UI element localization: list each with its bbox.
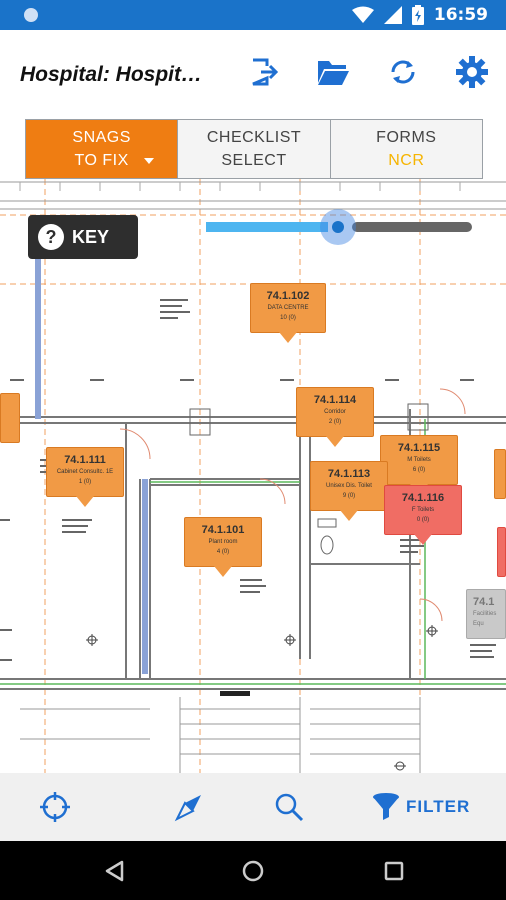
filter-button[interactable]: FILTER (370, 789, 470, 825)
pin-room: Facilities Equ (473, 611, 497, 627)
slider-track-empty (352, 222, 472, 232)
pin-count: 10 (0) (280, 315, 296, 321)
mode-tabs: SNAGS TO FIX CHECKLIST SELECT FORMS NCR (25, 119, 483, 179)
system-nav-bar (0, 841, 506, 900)
status-bar: 16:59 (0, 0, 506, 30)
status-icons: 16:59 (351, 5, 488, 25)
back-icon[interactable] (101, 858, 127, 884)
tab-label-line1: SNAGS (72, 129, 131, 146)
pin-id: 74.1.111 (64, 454, 106, 466)
snag-pin-closed[interactable]: 74.1 Facilities Equ (466, 589, 506, 639)
tab-label-line1: FORMS (376, 129, 437, 146)
tab-label-line1: CHECKLIST (206, 129, 302, 146)
snag-pin[interactable]: 74.1.115 M Toilets 6 (0) (380, 435, 458, 495)
snag-pin-critical-offscreen-right[interactable] (497, 527, 506, 577)
battery-icon (411, 5, 424, 25)
pin-count: 4 (0) (216, 549, 230, 555)
pin-id: 74.1.101 (201, 524, 245, 536)
layer-slider[interactable] (206, 209, 476, 245)
pin-id: 74.1 (473, 596, 495, 608)
signal-icon (383, 6, 402, 24)
help-icon: ? (38, 224, 64, 250)
pin-room: Cabinet Consultc. 1E (56, 469, 114, 475)
slider-track-filled (206, 222, 328, 232)
tab-forms-ncr[interactable]: FORMS NCR (330, 120, 482, 178)
exit-icon[interactable] (247, 54, 283, 90)
snag-pin[interactable]: 74.1.113 Unisex Dis. Toilet 9 (0) (310, 461, 388, 521)
pin-id: 74.1.102 (266, 290, 310, 302)
bottom-toolbar: FILTER (0, 773, 506, 841)
floor-plan-viewer[interactable]: ? KEY 74.1.102 DATA CENTRE 10 (0) 74.1.1… (0, 179, 506, 773)
compass-icon[interactable] (171, 789, 207, 825)
locate-icon[interactable] (37, 789, 73, 825)
pin-room: Corridor (324, 409, 346, 415)
dropdown-caret-icon[interactable] (144, 158, 155, 164)
wifi-icon (351, 6, 374, 23)
recents-icon[interactable] (381, 858, 407, 884)
snag-pin-offscreen-left[interactable] (0, 393, 20, 443)
tab-snags-to-fix[interactable]: SNAGS TO FIX (26, 120, 179, 178)
pin-id: 74.1.113 (327, 468, 371, 480)
pin-room: F Toilets (411, 507, 435, 513)
app-header: Hospital: Hospit… (0, 30, 506, 118)
search-icon[interactable] (271, 789, 307, 825)
tab-label-line2: TO FIX (74, 152, 129, 169)
pin-count: 2 (0) (328, 419, 342, 425)
slider-thumb[interactable] (320, 209, 356, 245)
pin-id: 74.1.115 (397, 442, 441, 454)
filter-icon (373, 793, 399, 820)
tab-checklist-select[interactable]: CHECKLIST SELECT (178, 120, 331, 178)
pin-id: 74.1.114 (313, 394, 357, 406)
page-title: Hospital: Hospit… (20, 63, 202, 86)
pin-count: 9 (0) (342, 493, 356, 499)
pin-room: Plant room (208, 539, 238, 545)
key-label: KEY (72, 226, 110, 247)
sync-icon[interactable] (385, 54, 421, 90)
folder-icon[interactable] (315, 54, 351, 90)
filter-label: FILTER (406, 797, 471, 816)
pin-room: M Toilets (407, 457, 431, 463)
tab-label-line2: NCR (388, 152, 425, 169)
pin-count: 1 (0) (78, 479, 92, 485)
status-time: 16:59 (433, 5, 488, 25)
pin-count: 0 (0) (416, 517, 430, 523)
snag-pin[interactable]: 74.1.102 DATA CENTRE 10 (0) (250, 283, 326, 343)
pin-id: 74.1.116 (401, 492, 445, 504)
pin-room: Unisex Dis. Toilet (326, 483, 372, 489)
key-button[interactable]: ? KEY (28, 215, 138, 259)
snag-pin[interactable]: 74.1.101 Plant room 4 (0) (184, 517, 262, 577)
tab-label-line2: SELECT (221, 152, 287, 169)
snag-pin[interactable]: 74.1.111 Cabinet Consultc. 1E 1 (0) (46, 447, 124, 507)
snag-pin[interactable]: 74.1.114 Corridor 2 (0) (296, 387, 374, 447)
snag-pin-critical[interactable]: 74.1.116 F Toilets 0 (0) (384, 485, 462, 545)
floor-plan-drawing (0, 179, 506, 773)
home-icon[interactable] (240, 858, 266, 884)
notification-dot-icon (24, 8, 38, 22)
pin-count: 6 (0) (412, 467, 426, 473)
pin-room: DATA CENTRE (267, 305, 309, 311)
settings-icon[interactable] (454, 54, 490, 90)
snag-pin-offscreen-right[interactable] (494, 449, 506, 499)
